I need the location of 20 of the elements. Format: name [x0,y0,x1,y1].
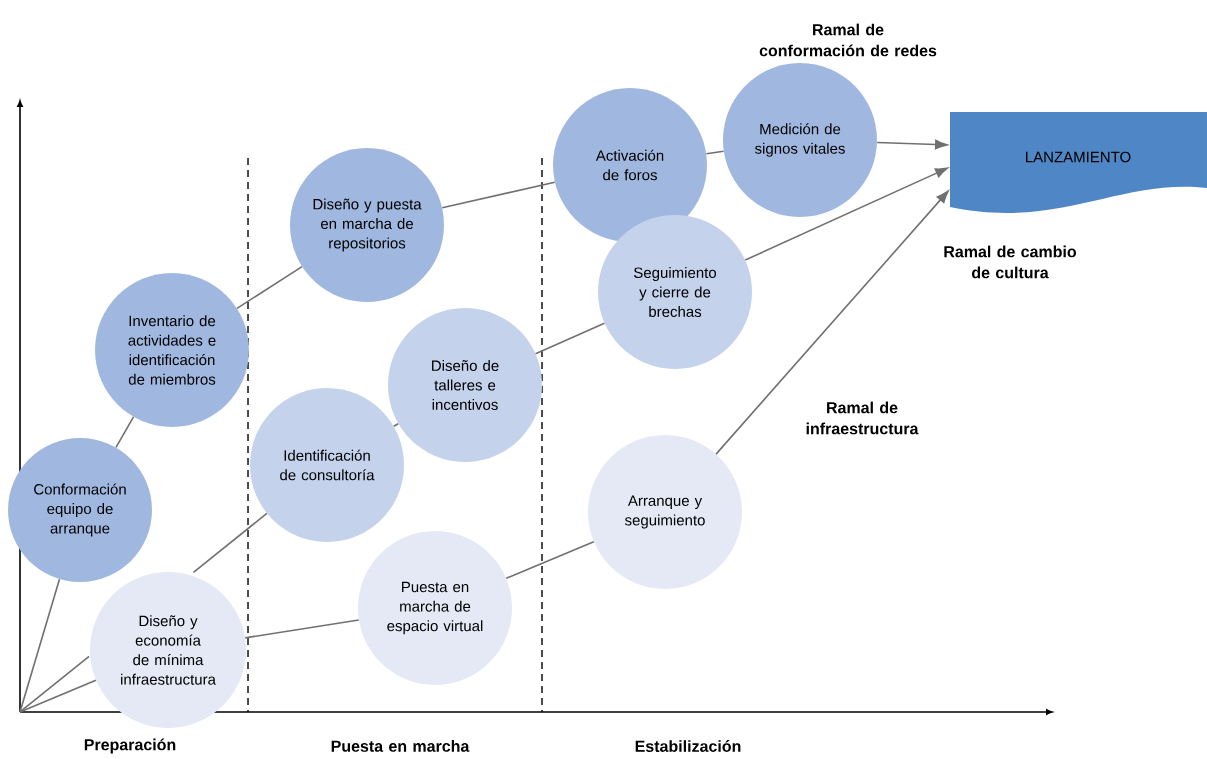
connector [715,190,949,455]
connector [115,416,135,449]
branch-label: Ramal de infraestructura [806,401,919,435]
phase-label: Puesta en marcha [331,740,470,752]
connector [534,322,606,355]
branch-label: Ramal de cambio de cultura [944,245,1077,279]
connector [19,578,61,713]
connector [744,167,948,261]
connector [244,619,360,639]
connector [505,540,595,580]
connector [19,512,268,713]
connector [705,150,725,155]
connector [441,181,556,209]
connector [236,265,303,310]
connector [876,139,948,150]
branch-label: Ramal de conformación de redes [759,23,937,57]
connector [19,679,97,713]
phase-label: Estabilización [635,740,741,752]
connector [393,422,400,428]
launch-banner: LANZAMIENTO [950,112,1207,213]
